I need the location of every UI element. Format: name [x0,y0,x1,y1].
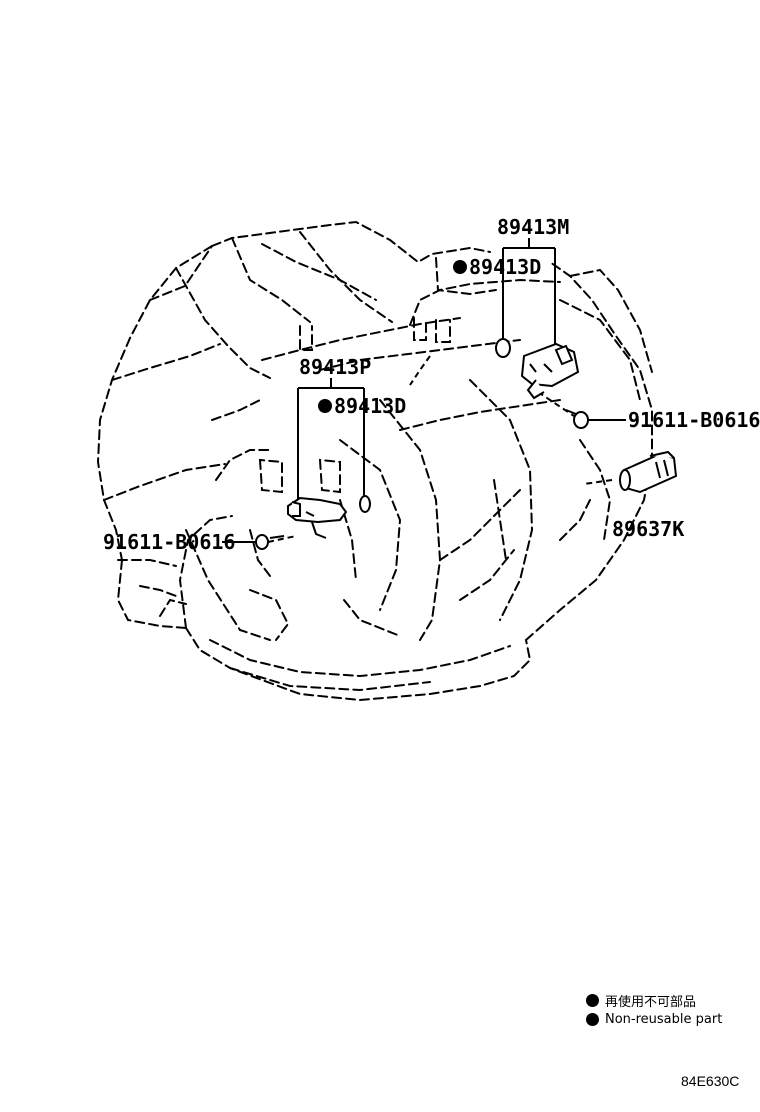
o-ring-upper [495,338,511,358]
part-label-89413d-mid: 89413D [334,394,406,418]
o-ring-middle [359,495,371,513]
leader-lines [222,238,626,543]
part-label-89413p: 89413P [299,355,371,379]
part-label-89637k: 89637K [612,517,684,541]
non-reusable-dot-icon [586,994,599,1007]
part-label-89413m: 89413M [497,215,569,239]
transmission-housing-outline [96,220,653,702]
legend-text-japanese: 再使用不可部品 [605,995,697,1010]
part-label-91611-b0616-left: 91611-B0616 [103,530,235,554]
legend-text-english: Non-reusable part [605,1012,723,1027]
leader-lines-dashed [267,355,613,543]
speed-sensor-middle [287,496,348,539]
bolt-left [255,534,285,550]
figure-code: 84E630C [681,1073,740,1089]
non-reusable-dot-icon [586,1013,599,1026]
non-reusable-marker-mid [318,399,332,413]
legend-row-japanese: 再使用不可部品 [586,991,696,1010]
legend-row-english: Non-reusable part [586,1012,722,1027]
part-label-89413d-top: 89413D [469,255,541,279]
speed-sensor-upper [520,342,580,400]
bolt-right [565,409,589,429]
pressure-switch [619,450,678,494]
non-reusable-marker-top [453,260,467,274]
part-label-91611-b0616-right: 91611-B0616 [628,408,760,432]
